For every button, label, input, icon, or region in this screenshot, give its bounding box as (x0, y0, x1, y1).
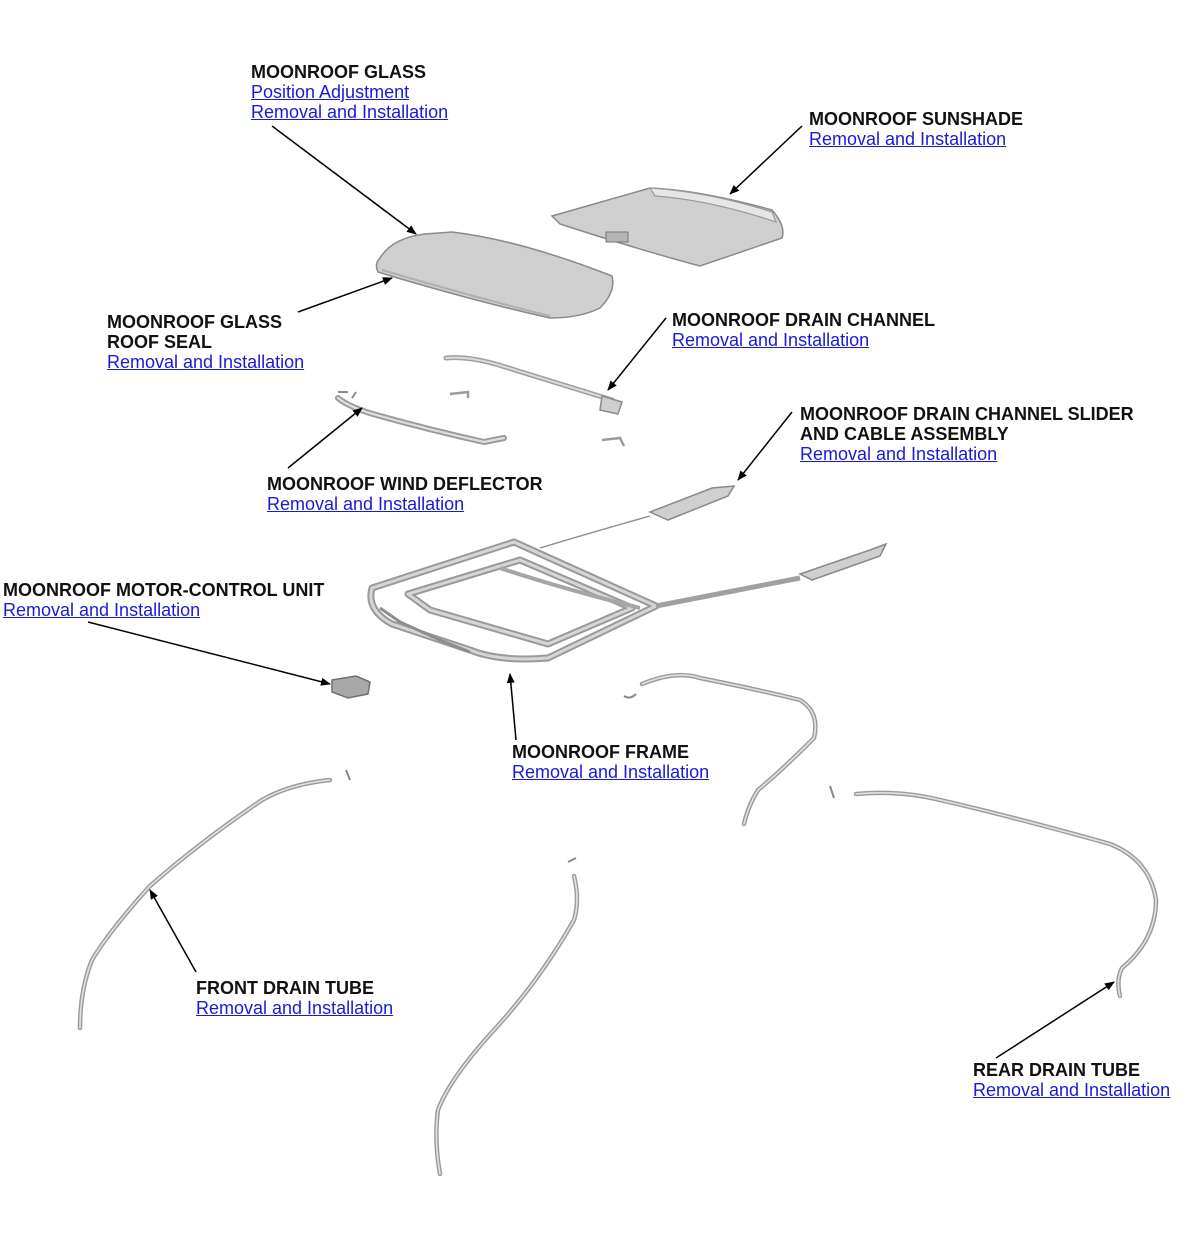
moonroof-wind-deflector-part (335, 391, 507, 446)
arrow-sunshade (729, 125, 803, 195)
wind-deflector-removal-link[interactable]: Removal and Installation (267, 494, 465, 514)
rear-drain-tube-title: REAR DRAIN TUBE (973, 1060, 1141, 1080)
slider-cable-removal-link[interactable]: Removal and Installation (800, 444, 998, 464)
moonroof-glass-removal-link[interactable]: Removal and Installation (251, 102, 449, 122)
arrow-rear-tube (995, 981, 1115, 1059)
moonroof-sunshade-removal-link[interactable]: Removal and Installation (809, 129, 1007, 149)
roof-seal-title: MOONROOF GLASS ROOF SEAL (107, 312, 282, 352)
arrow-frame (506, 673, 517, 741)
moonroof-glass-part (375, 231, 614, 319)
moonroof-glass-title: MOONROOF GLASS (251, 62, 426, 82)
callout-front-drain-tube: FRONT DRAIN TUBE Removal and Installatio… (196, 978, 393, 1018)
callout-rear-drain-tube: REAR DRAIN TUBE Removal and Installation (973, 1060, 1170, 1100)
wind-deflector-title: MOONROOF WIND DEFLECTOR (267, 474, 543, 494)
moonroof-frame-title: MOONROOF FRAME (512, 742, 689, 762)
arrow-wind-deflector (287, 407, 363, 469)
callout-drain-channel: MOONROOF DRAIN CHANNEL Removal and Insta… (672, 310, 935, 350)
moonroof-motor-control-unit-part (331, 675, 371, 699)
motor-control-unit-removal-link[interactable]: Removal and Installation (3, 600, 201, 620)
drain-channel-title: MOONROOF DRAIN CHANNEL (672, 310, 935, 330)
callout-moonroof-glass: MOONROOF GLASS Position Adjustment Remov… (251, 62, 448, 122)
arrow-motor (87, 621, 331, 686)
motor-control-unit-title: MOONROOF MOTOR-CONTROL UNIT (3, 580, 325, 600)
front-drain-tube-title: FRONT DRAIN TUBE (196, 978, 374, 998)
roof-seal-removal-link[interactable]: Removal and Installation (107, 352, 305, 372)
drain-channel-removal-link[interactable]: Removal and Installation (672, 330, 870, 350)
slider-cable-title: MOONROOF DRAIN CHANNEL SLIDER AND CABLE … (800, 404, 1134, 444)
rear-drain-tube-removal-link[interactable]: Removal and Installation (973, 1080, 1171, 1100)
moonroof-sunshade-title: MOONROOF SUNSHADE (809, 109, 1024, 129)
moonroof-drain-channel-part (443, 355, 626, 447)
callout-wind-deflector: MOONROOF WIND DEFLECTOR Removal and Inst… (267, 474, 543, 514)
rear-drain-tube-part (623, 672, 1159, 999)
arrow-front-tube (149, 889, 197, 973)
moonroof-frame-removal-link[interactable]: Removal and Installation (512, 762, 710, 782)
front-drain-tube-part (77, 769, 580, 1177)
arrow-roof-seal (297, 277, 393, 313)
position-adjustment-link[interactable]: Position Adjustment (251, 82, 410, 102)
callout-roof-seal: MOONROOF GLASS ROOF SEAL Removal and Ins… (107, 312, 304, 372)
callout-moonroof-frame: MOONROOF FRAME Removal and Installation (512, 742, 709, 782)
arrow-slider (737, 411, 793, 481)
leader-arrows (87, 125, 1115, 1059)
arrow-drain-channel (607, 317, 667, 391)
callout-slider-cable: MOONROOF DRAIN CHANNEL SLIDER AND CABLE … (800, 404, 1134, 464)
callout-motor-control-unit: MOONROOF MOTOR-CONTROL UNIT Removal and … (3, 580, 324, 620)
arrow-glass (271, 125, 417, 235)
moonroof-frame-part (367, 538, 801, 663)
front-drain-tube-removal-link[interactable]: Removal and Installation (196, 998, 394, 1018)
moonroof-sunshade-part (550, 187, 784, 267)
callout-moonroof-sunshade: MOONROOF SUNSHADE Removal and Installati… (809, 109, 1023, 149)
